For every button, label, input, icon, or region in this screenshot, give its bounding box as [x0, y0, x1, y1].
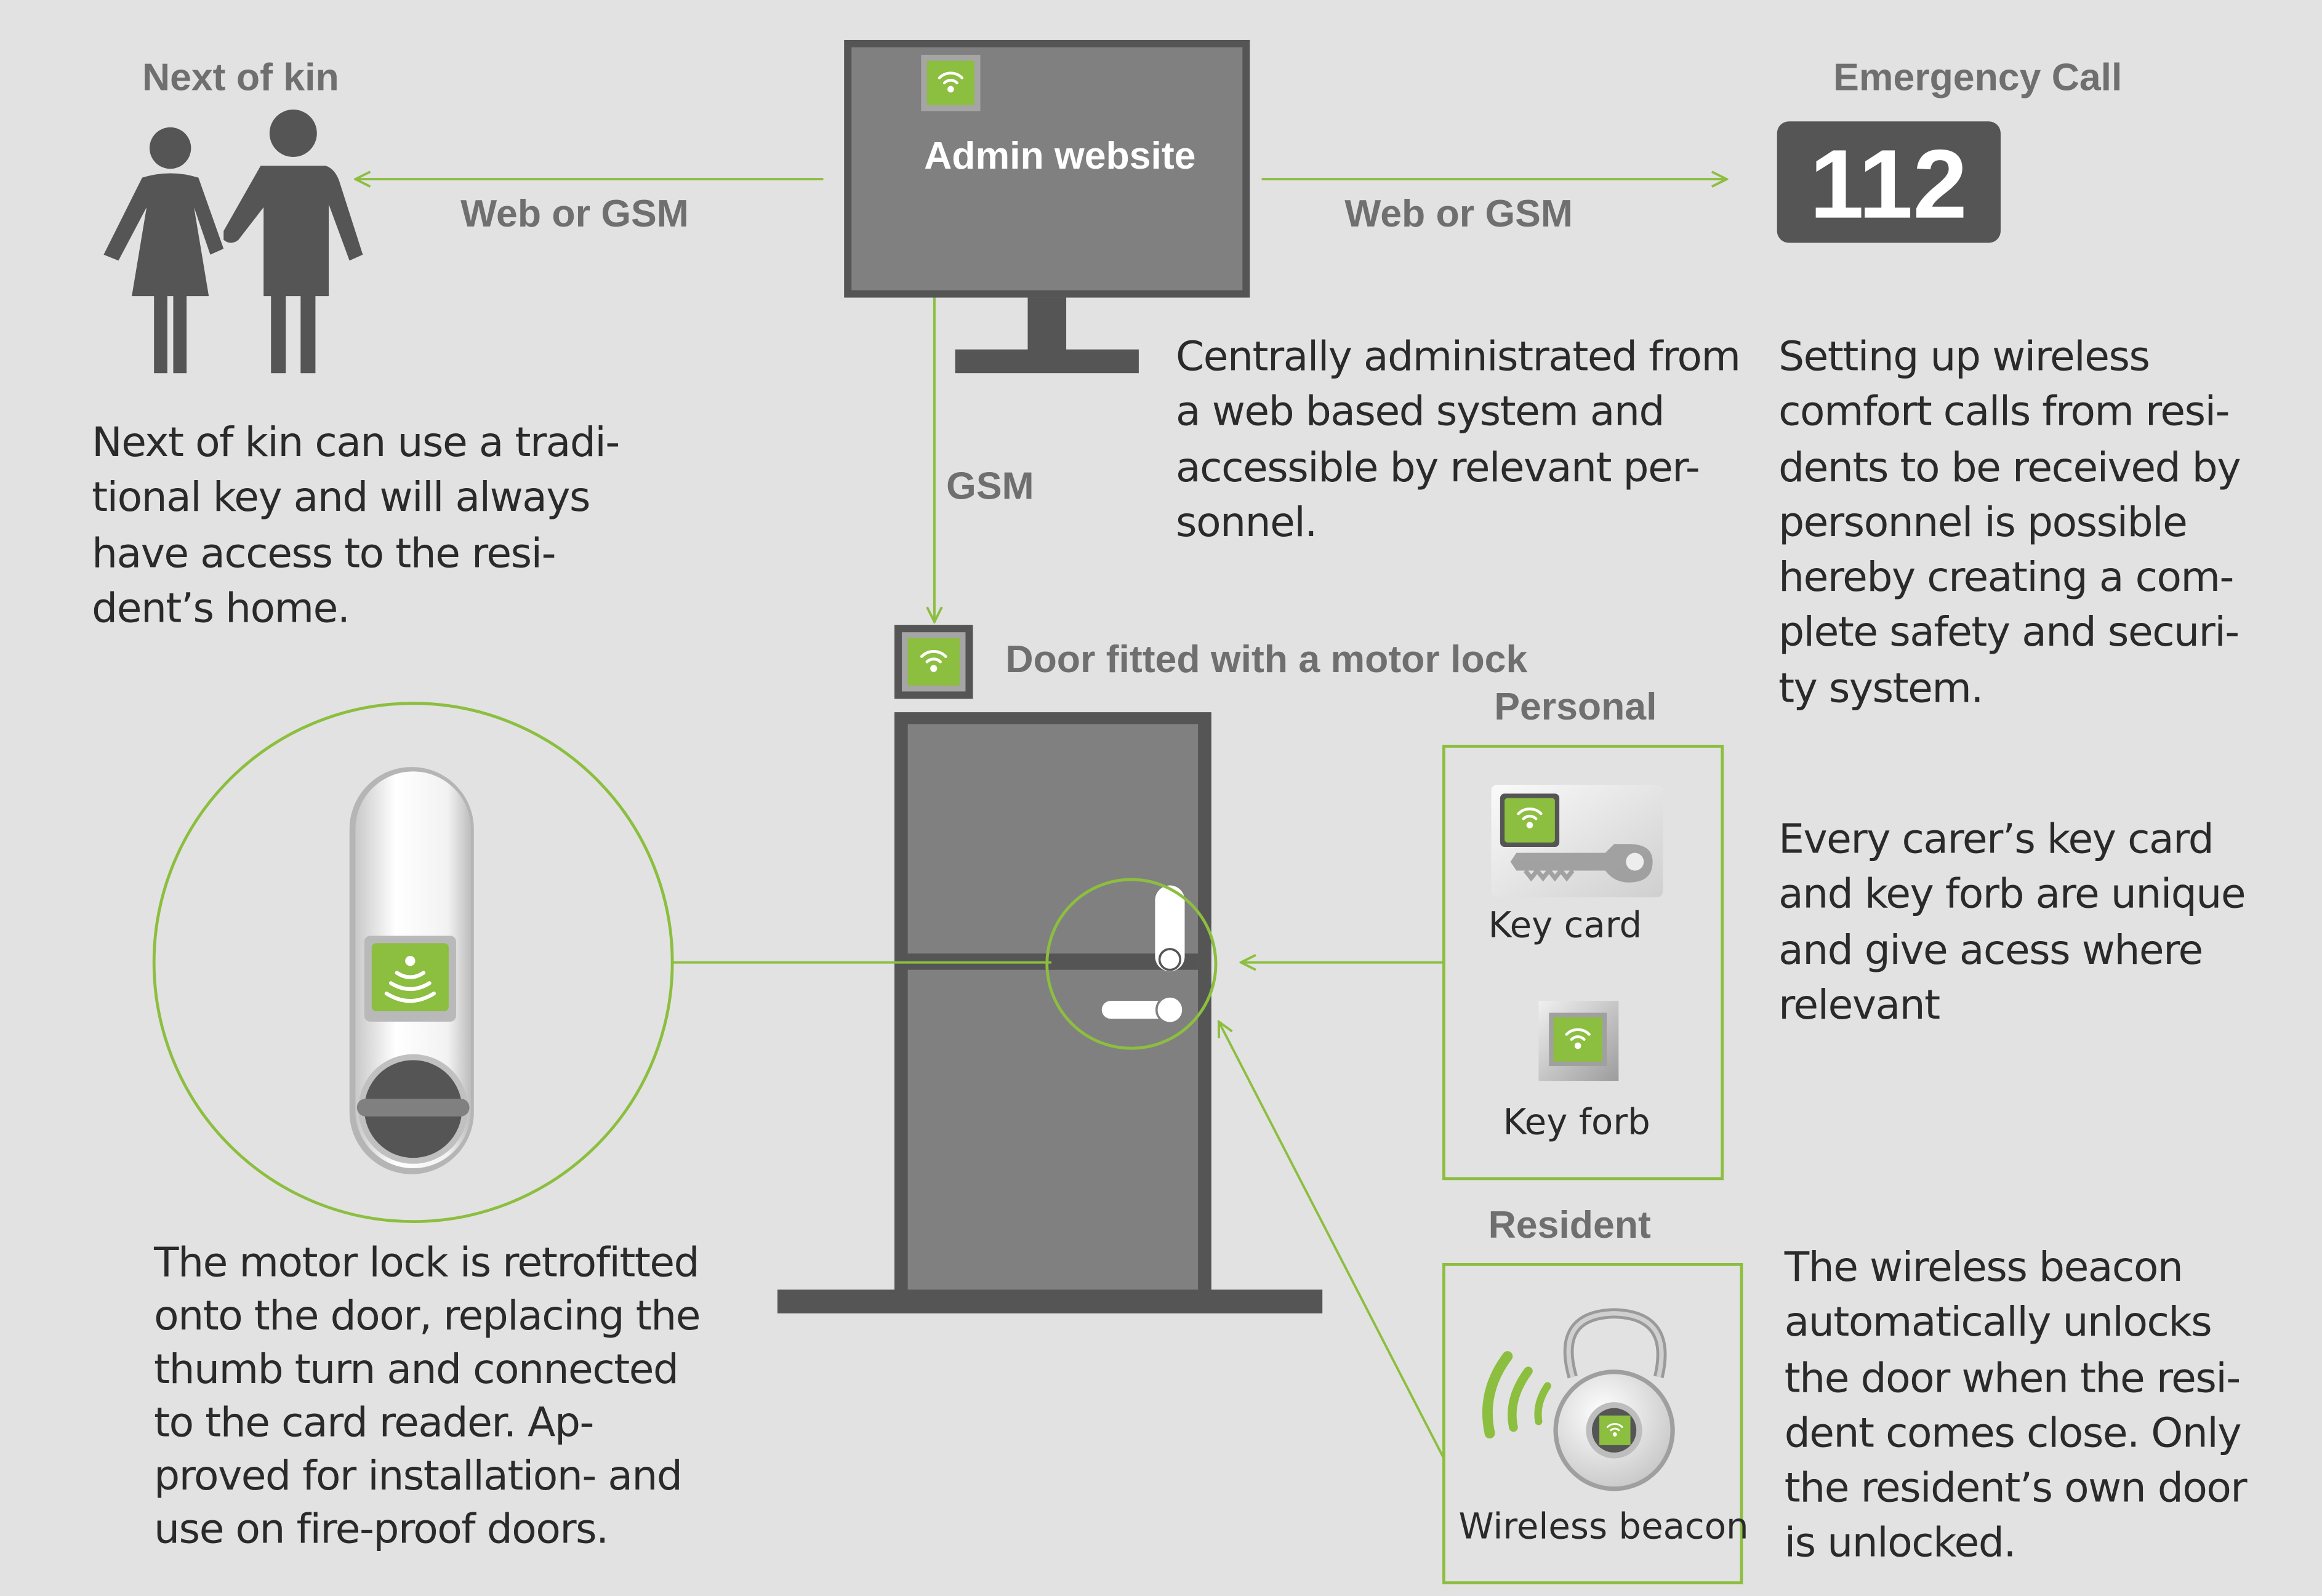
key-fob-icon — [1538, 1001, 1619, 1081]
wireless-beacon-label: Wireless beacon — [1458, 1506, 1749, 1547]
web-or-gsm-right-label: Web or GSM — [1344, 191, 1573, 236]
emergency-number-box — [1777, 121, 2001, 243]
people-icon — [103, 110, 363, 374]
carer-description: Every carer’s key card and key forb are … — [1778, 816, 2246, 1029]
resident-title: Resident — [1488, 1202, 1651, 1247]
resident-box — [1442, 1262, 1743, 1584]
door-lock-highlight — [1045, 878, 1218, 1050]
next-of-kin-description: Next of kin can use a tradi- tional key … — [92, 419, 620, 632]
wifi-icon — [921, 55, 981, 111]
door-wifi-icon — [894, 625, 973, 699]
door-icon — [777, 712, 1323, 1313]
wireless-beacon-icon — [1482, 1308, 1675, 1491]
key-forb-label: Key forb — [1503, 1101, 1650, 1144]
admin-website-label: Admin website — [924, 133, 1196, 178]
motor-lock-description: The motor lock is retrofitted onto the d… — [154, 1239, 701, 1554]
door-fitted-label: Door fitted with a motor lock — [1005, 636, 1528, 681]
beacon-description: The wireless beacon automatically unlock… — [1784, 1243, 2248, 1568]
gsm-label: GSM — [946, 463, 1034, 508]
emergency-number: 112 — [1809, 129, 1967, 239]
arrow-from-resident — [1219, 1022, 1445, 1459]
emergency-description: Setting up wireless comfort calls from r… — [1778, 333, 2241, 712]
personal-box — [1442, 745, 1724, 1181]
monitor-icon — [844, 39, 1250, 374]
motor-lock-icon — [349, 767, 474, 1174]
key-card-label: Key card — [1488, 904, 1642, 947]
emergency-call-title: Emergency Call — [1833, 55, 2123, 100]
motor-lock-zoom-circle — [152, 702, 674, 1224]
web-or-gsm-left-label: Web or GSM — [460, 191, 689, 236]
admin-description: Centrally administrated from a web based… — [1176, 333, 1741, 547]
next-of-kin-title: Next of kin — [142, 55, 339, 100]
key-card-icon — [1491, 784, 1663, 897]
personal-title: Personal — [1494, 684, 1657, 729]
